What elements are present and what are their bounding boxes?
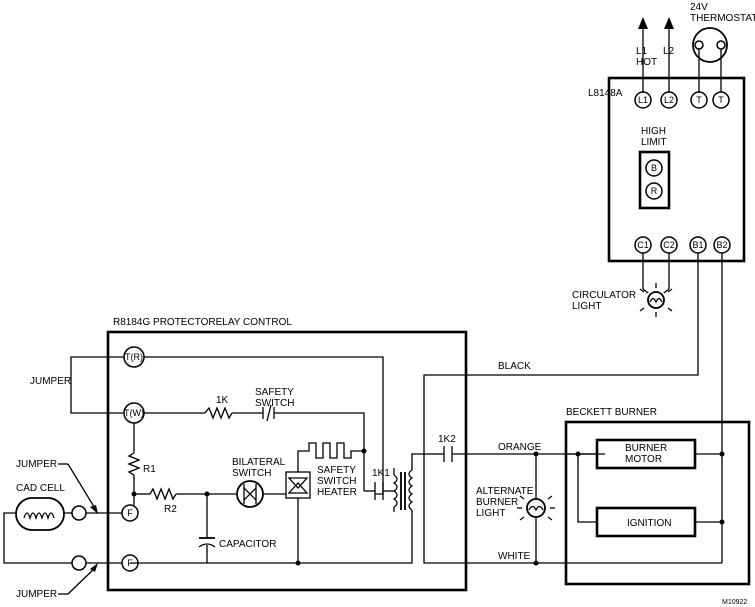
terminal-tr: T(R): [125, 352, 143, 362]
ignition-label: IGNITION: [627, 518, 671, 529]
jumper-top-label: JUMPER: [30, 376, 71, 387]
wire-black-label: BLACK: [498, 361, 531, 372]
terminal-t2: T: [718, 95, 724, 105]
k2-label: 1K2: [438, 434, 456, 445]
terminal-b1: B1: [692, 240, 703, 250]
r8184g-label: R8184G PROTECTORELAY CONTROL: [113, 317, 292, 328]
wire-orange-label: ORANGE: [498, 442, 542, 453]
terminal-f1: F: [127, 508, 133, 518]
l2-label: L2: [663, 46, 675, 57]
r2-label: R2: [164, 504, 177, 515]
k1-label: 1K1: [372, 468, 390, 479]
l8148a-label: L8148A: [588, 88, 623, 99]
wire-b1-black: [423, 253, 699, 469]
capacitor-label: CAPACITOR: [219, 539, 276, 550]
jumper-thermostat: [70, 356, 124, 414]
wire-white-label: WHITE: [498, 551, 531, 562]
beckett-burner-label: BECKETT BURNER: [566, 407, 657, 418]
figure-id: M10922: [722, 599, 747, 606]
terminal-b: B: [651, 163, 657, 173]
r8184g-control: R8184G PROTECTORELAY CONTROL T(R) T(W) F…: [106, 317, 468, 592]
cad-cell-label: CAD CELL: [16, 483, 65, 494]
r1-label: R1: [143, 464, 156, 475]
terminal-r: R: [651, 186, 658, 196]
terminal-c2: C2: [663, 240, 675, 250]
jumper-bottom-label: JUMPER: [16, 589, 57, 600]
terminal-c1: C1: [637, 240, 649, 250]
terminal-l1: L1: [638, 95, 648, 105]
resistor-1k-label: 1K: [216, 395, 229, 406]
terminal-l2: L2: [664, 95, 674, 105]
jumper-cadcell-top-label: JUMPER: [16, 459, 57, 470]
terminal-tw: T(W): [124, 408, 144, 418]
terminal-b2: B2: [716, 240, 727, 250]
cad-cell: CAD CELL JUMPER JUMPER: [3, 459, 122, 600]
terminal-t1: T: [696, 95, 702, 105]
